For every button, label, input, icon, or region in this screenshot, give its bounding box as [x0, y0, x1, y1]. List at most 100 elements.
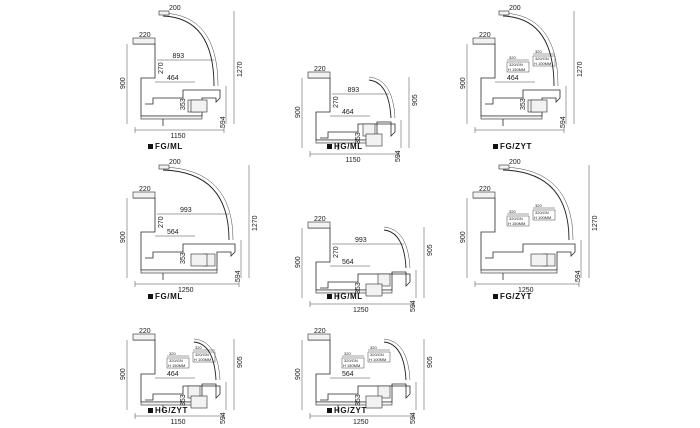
square-bullet-icon [148, 294, 153, 299]
base-height-label: 594 [395, 150, 402, 162]
gn-pan-1 [506, 61, 530, 73]
shelf-width-label: 220 [314, 216, 326, 223]
cabinet-outline [308, 227, 411, 291]
height-label: 900 [295, 256, 302, 268]
inner-depth-label: 464 [342, 109, 354, 116]
pan-size-label: 320/GN [509, 62, 523, 67]
drawer-box [190, 395, 208, 409]
glass-top-cap [158, 10, 170, 16]
inner-depth-label: 464 [167, 75, 179, 82]
pan-size-label: 320/GN [195, 352, 209, 357]
shelf-height-label: 270 [158, 216, 165, 228]
well-depth-label: 353 [180, 252, 187, 264]
pan-depth-label: H 150MM [343, 363, 360, 368]
curved-glass [383, 341, 407, 381]
base-plinth [480, 269, 558, 274]
pan-width-label: 320 [370, 345, 377, 350]
shelf-width-label: 220 [479, 32, 491, 39]
curved-glass-outer [383, 226, 411, 269]
back-shelf [472, 37, 496, 45]
inner-depth-label: 564 [167, 229, 179, 236]
gn-pan-2 [532, 209, 556, 221]
curved-glass [502, 169, 570, 241]
pan-depth-label: H 100MM [369, 357, 386, 362]
base-plinth [315, 289, 393, 294]
gn-pan-2 [367, 351, 391, 363]
width-label: 1250 [353, 307, 369, 314]
model-caption-text: HG/ZYT [334, 406, 367, 415]
shelf-width-label: 220 [139, 328, 151, 335]
curved-glass-outer [162, 12, 219, 87]
back-shelf [132, 37, 156, 45]
back-shelf [132, 191, 156, 199]
total-height-label: 905 [427, 244, 434, 256]
curved-glass [502, 15, 555, 87]
pan-depth-label: H 150MM [168, 363, 185, 368]
width-label: 1150 [171, 133, 186, 140]
square-bullet-icon [148, 408, 153, 413]
pan-width-label: 320 [509, 209, 516, 214]
glass-top-cap [498, 164, 510, 170]
base-height-label: 594 [235, 270, 242, 282]
back-shelf [472, 191, 496, 199]
drawer-box [190, 99, 208, 113]
model-caption-text: FG/ZYT [500, 292, 533, 301]
back-shelf [132, 333, 156, 341]
cabinet-outline [133, 43, 221, 117]
width-label: 1250 [178, 287, 194, 294]
back-shelf [307, 333, 331, 341]
model-caption: FG/ML [148, 142, 183, 151]
base-height-label: 594 [560, 116, 567, 128]
inner-depth-label: 564 [342, 259, 354, 266]
cabinet-outline [133, 197, 236, 271]
total-height-label: 905 [237, 356, 244, 368]
curved-glass [368, 79, 392, 119]
back-shelf [307, 71, 331, 79]
drawer-box [365, 283, 383, 297]
model-caption: HG/ML [327, 292, 363, 301]
base-height-label: 594 [220, 116, 227, 128]
pan-size-label: 320/GN [509, 216, 523, 221]
square-bullet-icon [327, 294, 332, 299]
total-height-label: 1270 [252, 215, 259, 231]
base-plinth [140, 269, 218, 274]
total-height-label: 1270 [577, 61, 584, 77]
gn-pan-2 [532, 55, 556, 67]
canopy-top-label: 200 [509, 5, 521, 12]
well-depth-label: 353 [355, 394, 362, 406]
width-label: 1250 [518, 287, 534, 294]
square-bullet-icon [493, 294, 498, 299]
square-bullet-icon [148, 144, 153, 149]
pan-width-label: 320 [509, 55, 516, 60]
shelf-height-label: 270 [158, 62, 165, 74]
pan-depth-label: H 150MM [508, 221, 525, 226]
model-caption: HG/ML [327, 142, 363, 151]
pan-depth-label: H 150MM [508, 67, 525, 72]
depth-label: 893 [173, 53, 185, 60]
curved-glass-outer [162, 166, 234, 241]
glass-top-cap [498, 10, 510, 16]
well-depth-label: 353 [180, 394, 187, 406]
compressor-box [377, 273, 391, 287]
well-depth-label: 353 [355, 132, 362, 144]
base-height-label: 594 [410, 412, 417, 424]
height-label: 900 [460, 77, 467, 89]
curved-glass [162, 15, 215, 87]
square-bullet-icon [493, 144, 498, 149]
pan-depth-label: H 100MM [194, 357, 211, 362]
model-caption: FG/ML [148, 292, 183, 301]
model-caption-text: FG/ML [155, 142, 183, 151]
inner-depth-label: 464 [167, 371, 179, 378]
total-height-label: 1270 [237, 61, 244, 77]
well-depth-label: 353 [180, 98, 187, 110]
shelf-width-label: 220 [139, 32, 151, 39]
pan-depth-label: H 100MM [534, 61, 551, 66]
